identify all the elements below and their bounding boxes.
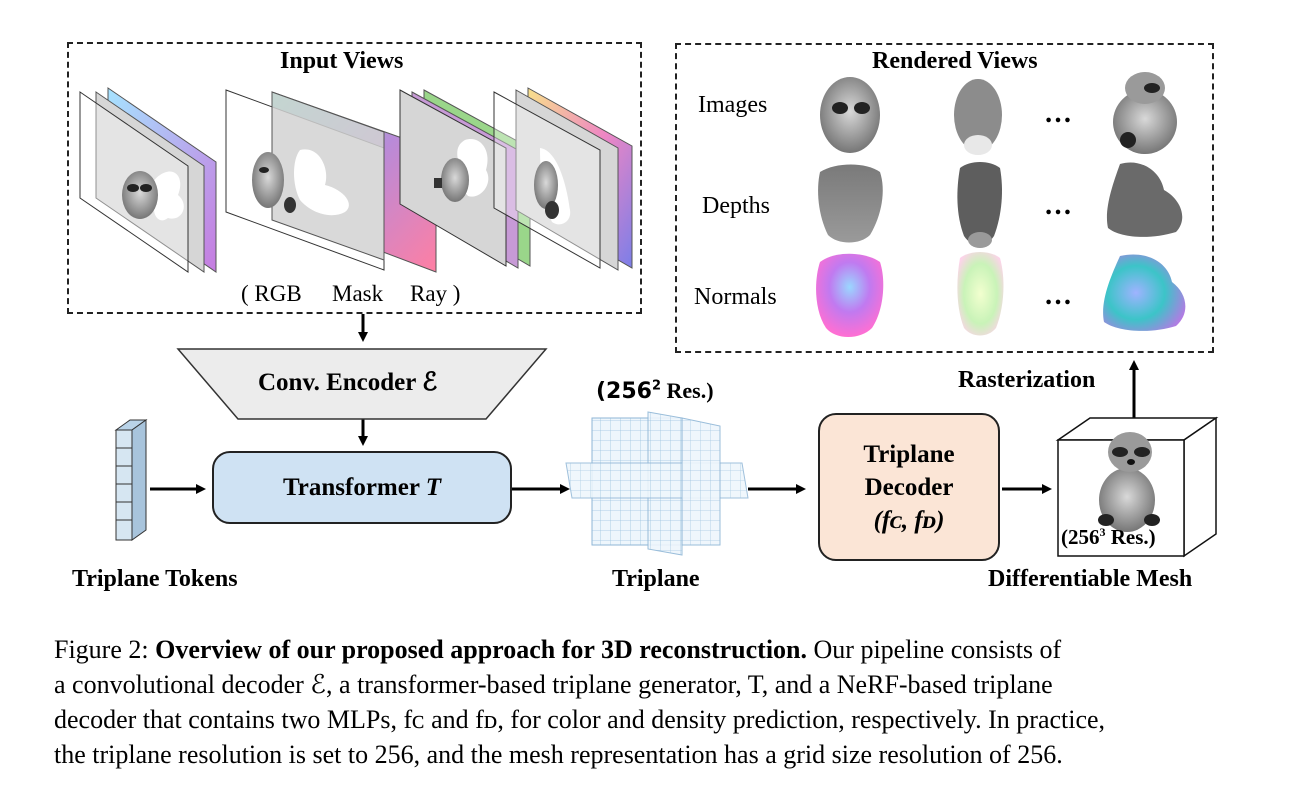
caption-line-4: the triplane resolution is set to 256, a… bbox=[54, 740, 1063, 769]
decoder-line-1: Triplane bbox=[863, 440, 955, 468]
rasterization-label: Rasterization bbox=[958, 367, 1096, 393]
differentiable-mesh-label: Differentiable Mesh bbox=[988, 566, 1193, 592]
mesh-res-label: (2563 Res.) bbox=[1061, 525, 1156, 549]
raccoon-thumbnail bbox=[434, 158, 469, 202]
transformer-label: Transformer bbox=[282, 473, 426, 501]
mesh-raccoon bbox=[1098, 432, 1160, 532]
ellipsis-images: … bbox=[1044, 98, 1072, 129]
triplane-tokens-label: Triplane Tokens bbox=[72, 566, 238, 592]
transformer-box: Transformer T bbox=[212, 451, 512, 524]
rendered-normals-row bbox=[816, 252, 1186, 337]
caption-line-3: decoder that contains two MLPs, fᴄ and f… bbox=[54, 705, 1106, 734]
figure-caption: Figure 2: Overview of our proposed appro… bbox=[54, 632, 1254, 772]
triplane-res-label: (2562 Res.) bbox=[596, 378, 714, 404]
triplane-decoder-box: Triplane Decoder (fᴄ, fᴅ) bbox=[818, 413, 1000, 561]
input-view-stack-2 bbox=[225, 89, 437, 273]
rendered-depths-row bbox=[818, 162, 1183, 248]
ellipsis-normals: … bbox=[1044, 280, 1072, 311]
input-view-stack-4 bbox=[493, 87, 633, 271]
rendered-images-row bbox=[820, 72, 1177, 155]
decoder-line-3: (fᴄ, fᴅ) bbox=[873, 506, 945, 534]
figure-label: Figure 2: bbox=[54, 635, 156, 664]
row-label-normals: Normals bbox=[694, 284, 777, 310]
raccoon-thumbnail bbox=[252, 152, 296, 213]
raccoon-thumbnail bbox=[122, 171, 158, 219]
conv-encoder-shape bbox=[176, 348, 548, 420]
raccoon-thumbnail bbox=[534, 161, 559, 219]
channel-label-ray: Ray ) bbox=[410, 281, 461, 306]
input-views-title: Input Views bbox=[280, 48, 404, 74]
decoder-line-2: Decoder bbox=[864, 473, 954, 501]
rendered-views-panel bbox=[675, 43, 1214, 353]
caption-line-1: Figure 2: Overview of our proposed appro… bbox=[54, 632, 1254, 667]
ellipsis-depths: … bbox=[1044, 190, 1072, 221]
channel-label-rgb: ( RGB bbox=[241, 281, 302, 306]
transformer-symbol: T bbox=[425, 473, 442, 501]
input-view-stack-3 bbox=[399, 89, 531, 269]
row-label-images: Images bbox=[698, 92, 768, 118]
channel-label-mask: Mask bbox=[332, 281, 384, 306]
caption-bold-title: Overview of our proposed approach for 3D… bbox=[155, 635, 808, 664]
input-views-panel bbox=[67, 42, 642, 314]
arrows bbox=[150, 314, 1139, 494]
caption-line-1-rest: Our pipeline consists of bbox=[807, 635, 1062, 664]
triplane-label: Triplane bbox=[612, 566, 700, 592]
input-view-stack-1 bbox=[79, 87, 217, 273]
row-label-depths: Depths bbox=[702, 193, 770, 219]
triplane-planes bbox=[565, 411, 749, 556]
conv-encoder-label: Conv. Encoder ℰ bbox=[258, 369, 438, 396]
triplane-tokens-stack bbox=[114, 419, 148, 541]
caption-line-2: a convolutional decoder ℰ, a transformer… bbox=[54, 670, 1053, 699]
rendered-views-title: Rendered Views bbox=[872, 48, 1038, 74]
